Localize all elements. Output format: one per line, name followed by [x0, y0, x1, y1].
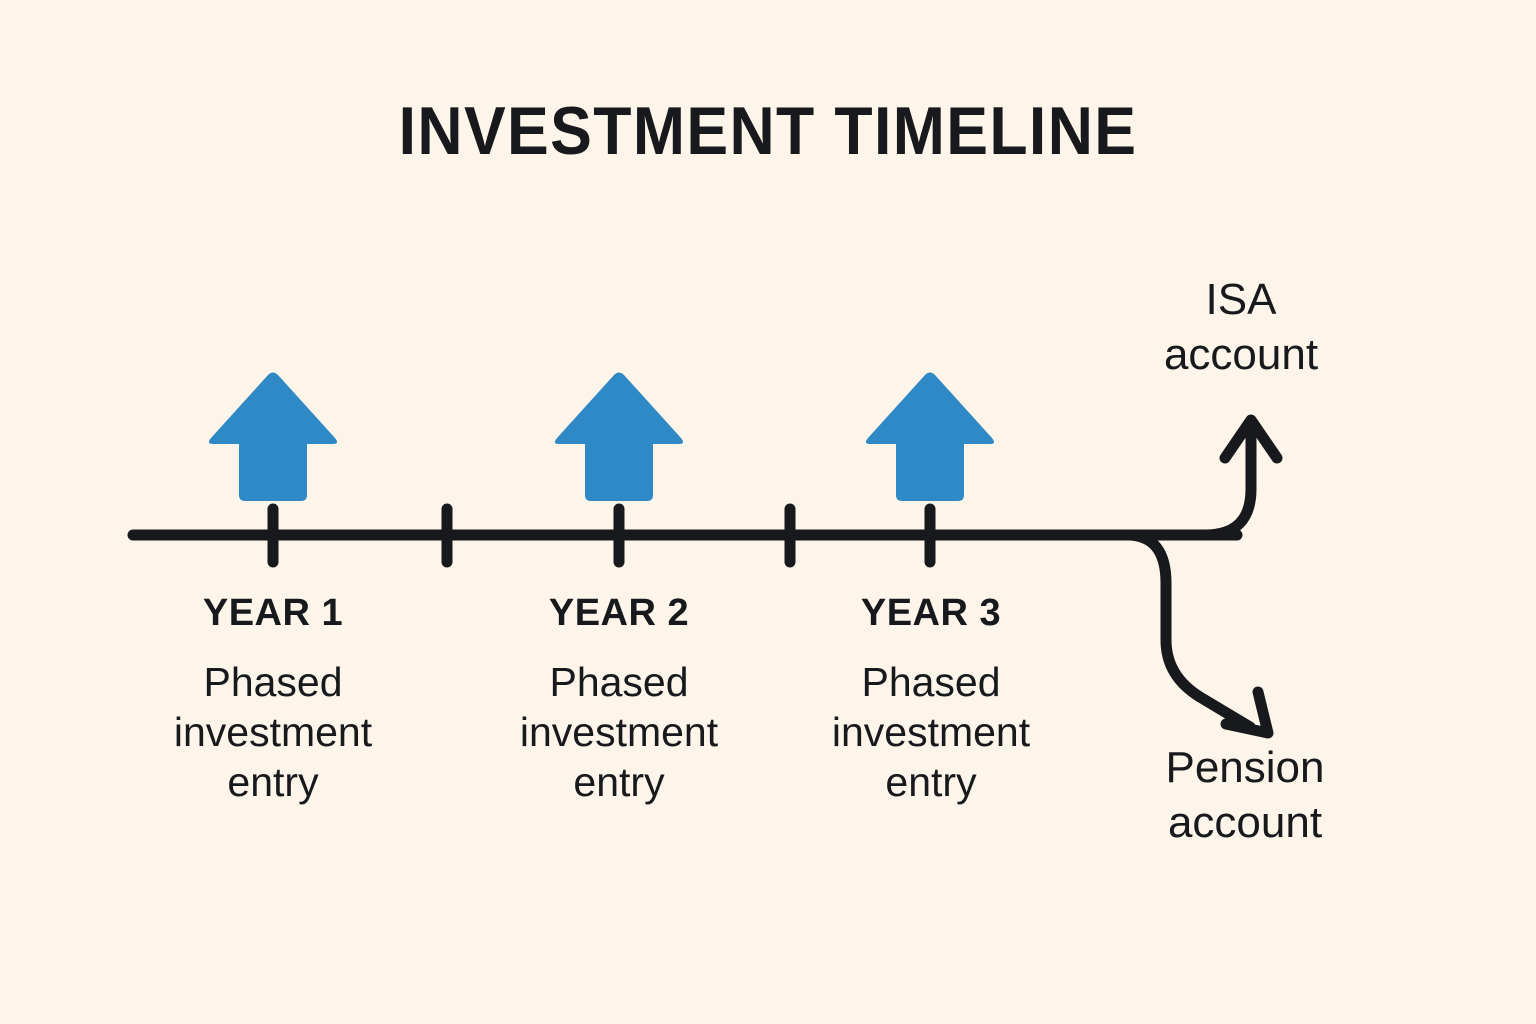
isa-branch-path	[1154, 426, 1257, 541]
investment-arrow-year-3-icon	[865, 372, 995, 501]
milestone-year-1-description: Phased investment entry	[123, 657, 423, 807]
pension-branch-path	[1124, 529, 1256, 733]
milestone-year-1-heading: YEAR 1	[202, 592, 344, 634]
milestone-year-3-description-line-1: Phased	[861, 659, 1001, 705]
milestone-year-3[interactable]: YEAR 3 Phased investment entry	[781, 592, 1081, 807]
milestone-year-3-heading: YEAR 3	[860, 592, 1002, 634]
outcome-pension-account-label[interactable]: Pension account	[1090, 740, 1400, 850]
milestone-year-1[interactable]: YEAR 1 Phased investment entry	[123, 592, 423, 807]
milestone-year-3-description-line-3: entry	[885, 759, 977, 806]
outcome-pension-account-line-2: account	[1167, 798, 1323, 847]
milestone-year-3-description-line-2: investment	[831, 709, 1031, 756]
outcome-isa-account-line-1: ISA	[1205, 275, 1277, 324]
investment-arrow-year-2-icon	[554, 372, 684, 501]
page-title: INVESTMENT TIMELINE	[398, 93, 1138, 169]
milestone-year-2-heading: YEAR 2	[548, 592, 690, 634]
milestone-year-1-description-line-2: investment	[173, 709, 373, 756]
investment-arrow-year-1-icon	[208, 372, 338, 501]
milestone-year-2-description-line-3: entry	[573, 759, 665, 806]
pension-arrowhead-icon	[1220, 686, 1274, 739]
milestone-year-3-description: Phased investment entry	[781, 657, 1081, 807]
outcome-pension-account-line-1: Pension	[1165, 743, 1325, 792]
outcome-isa-account-label[interactable]: ISA account	[1096, 272, 1386, 382]
milestone-year-2-description: Phased investment entry	[469, 657, 769, 807]
milestone-year-2-description-line-1: Phased	[549, 659, 689, 705]
milestone-year-2[interactable]: YEAR 2 Phased investment entry	[469, 592, 769, 807]
isa-arrowhead-icon	[1219, 414, 1283, 464]
milestone-year-1-description-line-3: entry	[227, 759, 319, 806]
milestone-year-1-description-line-1: Phased	[203, 659, 343, 705]
outcome-isa-account-line-2: account	[1163, 330, 1319, 379]
milestone-year-2-description-line-2: investment	[519, 709, 719, 756]
